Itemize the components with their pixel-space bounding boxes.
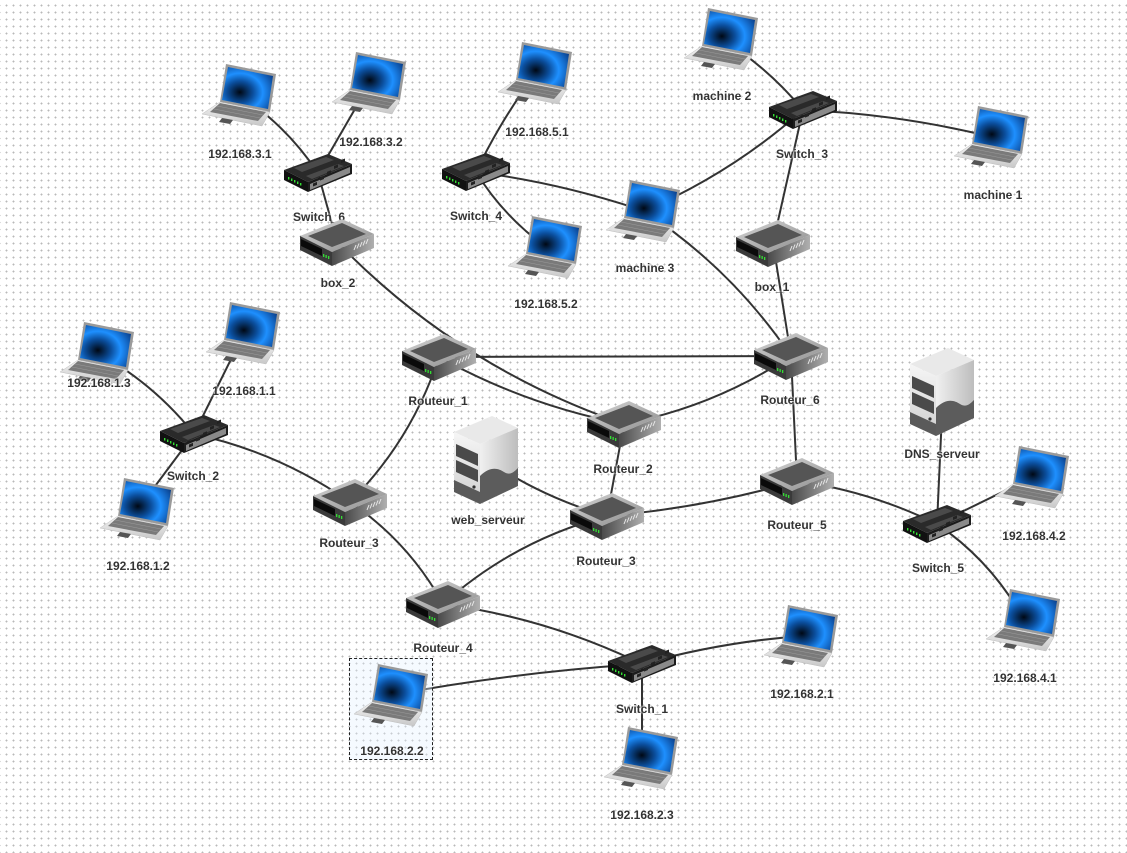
node-label: Switch_4	[449, 209, 503, 223]
node-laptop-pc_3_2[interactable]	[330, 48, 410, 118]
laptop-icon	[683, 8, 758, 71]
node-switch-sw3[interactable]	[767, 89, 839, 131]
node-label: Routeur_6	[760, 393, 820, 407]
node-label: machine 3	[615, 261, 675, 275]
switch-icon	[442, 153, 510, 191]
node-router-r3a[interactable]	[311, 476, 389, 528]
node-laptop-pc_1_2[interactable]	[98, 474, 178, 544]
laptop-icon	[985, 589, 1060, 652]
node-label: box_2	[320, 276, 356, 290]
node-switch-sw1[interactable]	[606, 643, 678, 685]
node-label: box_1	[754, 280, 790, 294]
node-label: 192.168.5.2	[514, 297, 578, 311]
node-label: 192.168.5.1	[505, 125, 569, 139]
laptop-icon	[99, 478, 174, 541]
switch-icon	[608, 645, 676, 683]
switch-icon	[284, 154, 352, 192]
node-label: 192.168.2.1	[770, 687, 834, 701]
server-icon	[454, 416, 518, 504]
node-router-r3b[interactable]	[568, 490, 646, 542]
node-label: Routeur_3	[576, 554, 636, 568]
node-router-r2[interactable]	[585, 398, 663, 450]
node-label: 192.168.4.1	[993, 671, 1057, 685]
node-label: Routeur_1	[408, 394, 468, 408]
node-label: 192.168.3.1	[208, 147, 272, 161]
node-laptop-pc_2_2[interactable]	[352, 660, 432, 730]
node-label: machine 1	[963, 188, 1023, 202]
laptop-icon	[205, 302, 280, 365]
node-label: Switch_1	[615, 702, 669, 716]
node-switch-sw4[interactable]	[440, 151, 512, 193]
switch-icon	[160, 415, 228, 453]
laptop-icon	[201, 64, 276, 127]
node-laptop-pc_3_1[interactable]	[200, 60, 280, 130]
node-switch-sw2[interactable]	[158, 413, 230, 455]
node-laptop-pc_5_2[interactable]	[506, 212, 586, 282]
node-label: Switch_3	[775, 147, 829, 161]
node-switch-sw6[interactable]	[282, 152, 354, 194]
node-label: Routeur_5	[767, 518, 827, 532]
node-laptop-pc_2_1[interactable]	[762, 601, 842, 671]
laptop-icon	[953, 106, 1028, 169]
node-label: Routeur_4	[413, 641, 473, 655]
node-label: 192.168.1.3	[67, 376, 131, 390]
node-switch-sw5[interactable]	[901, 503, 973, 545]
laptop-icon	[507, 216, 582, 279]
node-laptop-pc_1_1[interactable]	[204, 298, 284, 368]
router-icon	[587, 401, 661, 448]
node-laptop-pc_4_2[interactable]	[993, 442, 1073, 512]
node-label: 192.168.1.2	[106, 559, 170, 573]
router-icon	[760, 458, 834, 505]
node-label: DNS_serveur	[904, 447, 980, 461]
node-router-r5[interactable]	[758, 455, 836, 507]
node-laptop-pc_2_3[interactable]	[602, 723, 682, 793]
laptop-icon	[605, 180, 680, 243]
node-laptop-m1[interactable]	[952, 102, 1032, 172]
node-laptop-pc_4_1[interactable]	[984, 585, 1064, 655]
laptop-icon	[59, 322, 134, 385]
node-laptop-pc_1_3[interactable]	[58, 318, 138, 388]
switch-icon	[903, 505, 971, 543]
server-icon	[910, 348, 974, 436]
node-router-r4[interactable]	[404, 578, 482, 630]
router-icon	[402, 334, 476, 381]
node-router-r6[interactable]	[752, 330, 830, 382]
router-icon	[406, 581, 480, 628]
laptop-icon	[331, 52, 406, 115]
node-label: Routeur_2	[593, 462, 653, 476]
node-label: 192.168.3.2	[339, 135, 403, 149]
laptop-icon	[353, 664, 428, 727]
node-label: Switch_5	[911, 561, 965, 575]
node-server-dns[interactable]	[908, 346, 978, 438]
edge-r1-r6[interactable]	[438, 355, 792, 358]
router-icon	[754, 333, 828, 380]
node-router-box2[interactable]	[298, 216, 376, 268]
node-label: 192.168.2.2	[360, 744, 424, 758]
node-server-web[interactable]	[452, 414, 522, 506]
node-laptop-m2[interactable]	[682, 4, 762, 74]
router-icon	[313, 479, 387, 526]
node-laptop-pc_5_1[interactable]	[496, 38, 576, 108]
node-label: 192.168.4.2	[1002, 529, 1066, 543]
node-label: machine 2	[692, 89, 752, 103]
node-router-r1[interactable]	[400, 331, 478, 383]
laptop-icon	[497, 42, 572, 105]
laptop-icon	[603, 727, 678, 790]
node-label: 192.168.2.3	[610, 808, 674, 822]
router-icon	[736, 220, 810, 267]
switch-icon	[769, 91, 837, 129]
node-label: 192.168.1.1	[212, 384, 276, 398]
node-label: Switch_2	[166, 469, 220, 483]
laptop-icon	[994, 446, 1069, 509]
router-icon	[300, 219, 374, 266]
laptop-icon	[763, 605, 838, 668]
router-icon	[570, 493, 644, 540]
node-label: web_serveur	[451, 513, 525, 527]
node-label: Switch_6	[292, 210, 346, 224]
node-router-box1[interactable]	[734, 217, 812, 269]
node-label: Routeur_3	[319, 536, 379, 550]
node-laptop-m3[interactable]	[604, 176, 684, 246]
